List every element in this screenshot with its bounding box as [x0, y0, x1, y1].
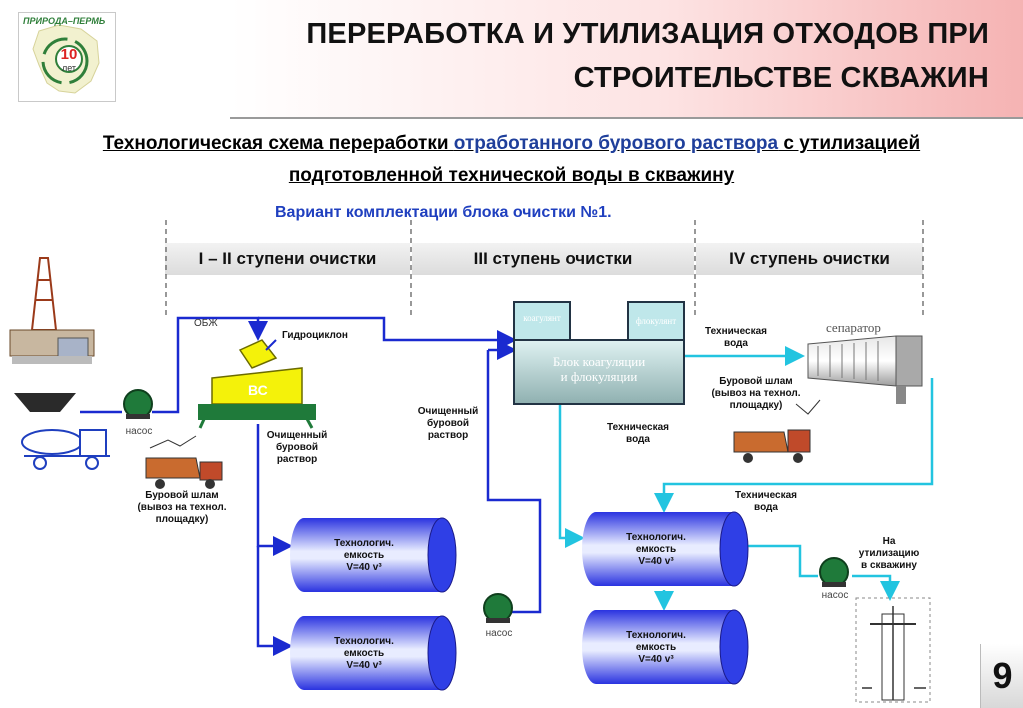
separator-label: сепаратор — [826, 320, 881, 335]
water-flow-lines — [558, 346, 934, 611]
dump-truck-icon-1 — [145, 435, 223, 489]
pump-icon-1 — [123, 389, 153, 419]
variant-caption: Вариант комплектации блока очистки №1. — [275, 204, 612, 221]
stage-4-header: IV ступень очистки — [696, 243, 923, 275]
hydrocyclone-icon — [238, 339, 278, 369]
tank-label-1: Технологич. емкость V=40 v³ — [334, 538, 394, 573]
cleaned-mud-label-1: Очищенный буровой раствор — [266, 430, 328, 465]
stage-separators — [165, 220, 924, 318]
logo: ПРИРОДА–ПЕРМЬ 10 лет — [18, 12, 116, 102]
separator-icon — [807, 335, 923, 404]
vs-label: ВС — [248, 382, 268, 398]
subtitle-highlight: отработанного бурового раствора — [453, 133, 779, 154]
tank-icon-1 — [290, 517, 457, 593]
coagulation-block-icon — [513, 301, 685, 405]
title-band — [230, 0, 1023, 118]
flocculant-label: флокулянт — [635, 316, 677, 326]
stage-1-2-header: I – II ступени очистки — [165, 243, 410, 275]
vibrating-sieve-icon — [198, 367, 316, 429]
cleaned-mud-label-2: Очищенный буровой раствор — [417, 406, 479, 441]
diagram-subtitle-line2: подготовленной технической воды в скважи… — [288, 165, 735, 186]
drill-cuttings-label-1: Буровой шлам (вывоз на технол. площадку) — [137, 490, 227, 525]
diagram-subtitle-line1: Технологическая схема переработки отрабо… — [0, 133, 1023, 155]
pump-icon-3 — [819, 557, 849, 587]
tech-water-label-2: Техническая вода — [607, 422, 669, 445]
tech-water-label-3: Техническая вода — [735, 490, 797, 513]
pump-label-2: насос — [485, 628, 513, 639]
coag-block-label: Блок коагуляции и флокуляции — [552, 354, 646, 384]
mud-flow-lines — [80, 316, 542, 656]
logo-badge-unit: лет — [61, 63, 77, 73]
tank-label-3: Технологич. емкость V=40 v³ — [626, 532, 686, 567]
obj-label: ОБЖ — [194, 318, 218, 329]
subtitle-part2: с утилизацией — [778, 133, 921, 154]
coagulant-label: коагулянт — [523, 313, 561, 323]
page-title-line1: ПЕРЕРАБОТКА И УТИЛИЗАЦИЯ ОТХОДОВ ПРИ — [306, 18, 989, 50]
tank-icon-2 — [290, 615, 457, 691]
wellhead-icon — [855, 597, 931, 703]
drilling-rig-icon — [9, 257, 95, 364]
title-underline — [230, 117, 1023, 119]
tank-icon-4 — [582, 609, 749, 685]
pump-label-3: насос — [821, 590, 849, 601]
mud-hopper-icon — [14, 393, 76, 412]
tech-water-label-1: Техническая вода — [705, 326, 767, 349]
tank-label-2: Технологич. емкость V=40 v³ — [334, 636, 394, 671]
subtitle-part1: Технологическая схема переработки — [102, 133, 454, 154]
drill-cuttings-label-2: Буровой шлам (вывоз на технол. площадку) — [711, 376, 801, 411]
dump-truck-icon-2 — [733, 399, 821, 463]
tank-icon-3 — [582, 511, 749, 587]
stage-3-header: III ступень очистки — [412, 243, 694, 275]
tanker-truck-icon — [21, 429, 110, 470]
to-well-label: На утилизацию в скважину — [858, 536, 920, 571]
page-number: 9 — [980, 644, 1023, 708]
logo-text: ПРИРОДА–ПЕРМЬ — [23, 16, 106, 26]
logo-badge-number: 10 — [60, 46, 78, 63]
pump-label-1: насос — [125, 426, 153, 437]
tank-label-4: Технологич. емкость V=40 v³ — [626, 630, 686, 665]
hydrocyclone-label: Гидроциклон — [282, 330, 348, 341]
page-title-line2: СТРОИТЕЛЬСТВЕ СКВАЖИН — [573, 62, 989, 94]
pump-icon-2 — [483, 593, 513, 623]
